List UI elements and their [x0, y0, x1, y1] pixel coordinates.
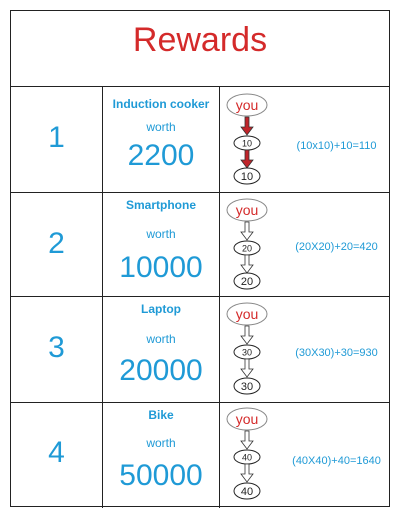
level2-node	[233, 167, 261, 185]
prize-name: Induction cooker	[112, 97, 210, 111]
rank-number: 4	[48, 436, 65, 469]
you-node	[226, 198, 268, 222]
rank-cell: 2	[11, 193, 103, 296]
you-label: you	[236, 306, 259, 322]
rank-number: 2	[48, 227, 65, 260]
reward-row-3: 3 Laptop worth 20000 you 30 30 (30X30)+3…	[11, 297, 389, 403]
referral-chain-diagram: you 40 40	[226, 407, 268, 500]
worth-label: worth	[146, 120, 176, 134]
level1-label: 20	[242, 244, 252, 254]
rank-number: 1	[48, 121, 65, 154]
prize-value: 10000	[119, 251, 203, 284]
chain-cell: you 10 10 (10x10)+10=110	[220, 87, 389, 192]
rank-cell: 4	[11, 403, 103, 508]
formula-text: (30X30)+30=930	[295, 347, 378, 359]
prize-cell: Bike worth 50000	[103, 403, 220, 508]
chain-cell: you 30 30 (30X30)+30=930	[220, 297, 389, 402]
rank-number: 3	[48, 331, 65, 364]
prize-value: 50000	[119, 459, 203, 492]
reward-row-4: 4 Bike worth 50000 you 40 40 (40X40)+40=…	[11, 403, 389, 508]
prize-cell: Smartphone worth 10000	[103, 193, 220, 296]
down-arrow-icon	[240, 325, 254, 345]
formula-text: (40X40)+40=1640	[292, 455, 381, 467]
rewards-table: Rewards 1 Induction cooker worth 2200 yo…	[10, 10, 390, 508]
formula-text: (10x10)+10=110	[296, 140, 377, 152]
reward-row-1: 1 Induction cooker worth 2200 you 10 10 …	[11, 87, 389, 193]
level2-node	[233, 377, 261, 395]
formula-text: (20X20)+20=420	[295, 241, 378, 253]
you-node	[226, 302, 268, 326]
level1-label: 30	[242, 348, 252, 358]
level1-label: 10	[242, 139, 252, 149]
level2-node	[233, 482, 261, 500]
down-arrow-icon	[240, 358, 254, 378]
level2-node	[233, 272, 261, 290]
prize-name: Smartphone	[125, 198, 196, 212]
down-arrow-icon	[240, 116, 254, 136]
reward-row-2: 2 Smartphone worth 10000 you 20 20 (20X2…	[11, 193, 389, 297]
worth-label: worth	[146, 332, 176, 346]
chain-cell: you 40 40 (40X40)+40=1640	[220, 403, 389, 508]
worth-label: worth	[146, 436, 176, 450]
you-label: you	[236, 97, 259, 113]
title-row: Rewards	[11, 11, 389, 87]
referral-chain-diagram: you 30 30	[226, 302, 268, 395]
page-title: Rewards	[132, 21, 268, 59]
down-arrow-icon	[240, 463, 254, 483]
worth-label: worth	[146, 227, 176, 241]
referral-chain-diagram: you 10 10	[226, 93, 268, 185]
referral-chain-diagram: you 20 20	[226, 198, 268, 290]
you-node	[226, 407, 268, 431]
chain-cell: you 20 20 (20X20)+20=420	[220, 193, 389, 296]
down-arrow-icon	[240, 149, 254, 169]
you-node	[226, 93, 268, 117]
prize-value: 20000	[119, 354, 203, 387]
level2-label: 40	[241, 486, 253, 498]
rank-cell: 1	[11, 87, 103, 192]
prize-cell: Laptop worth 20000	[103, 297, 220, 402]
down-arrow-icon	[240, 254, 254, 274]
prize-cell: Induction cooker worth 2200	[103, 87, 220, 192]
down-arrow-icon	[240, 430, 254, 450]
rank-cell: 3	[11, 297, 103, 402]
level2-label: 10	[241, 171, 253, 183]
prize-value: 2200	[127, 139, 195, 172]
level1-label: 40	[242, 453, 252, 463]
you-label: you	[236, 202, 259, 218]
level2-label: 20	[241, 276, 253, 288]
prize-name: Bike	[148, 408, 174, 422]
prize-name: Laptop	[141, 302, 181, 316]
you-label: you	[236, 411, 259, 427]
down-arrow-icon	[240, 221, 254, 241]
level2-label: 30	[241, 381, 253, 393]
